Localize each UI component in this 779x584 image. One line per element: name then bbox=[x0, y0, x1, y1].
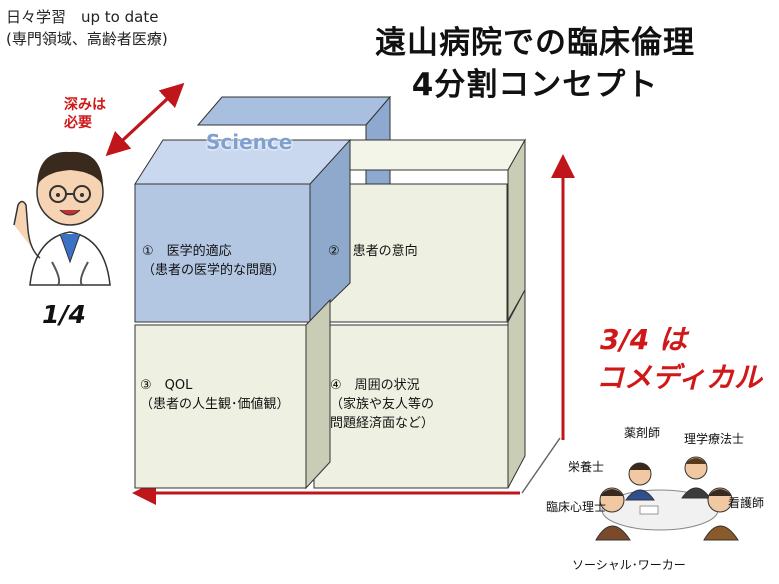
team-illustration bbox=[595, 456, 739, 541]
depth-line2: 必要 bbox=[64, 115, 92, 131]
header-line2: (専門領域、高齢者医療) bbox=[6, 30, 168, 48]
comedical-label: コメディカル bbox=[596, 361, 763, 394]
cube-top-left bbox=[134, 138, 351, 324]
quadrant-intent: ② 患者の意向 bbox=[328, 242, 418, 261]
diagonal-guide bbox=[521, 437, 561, 494]
depth-arrow bbox=[105, 82, 185, 157]
cube-bottom-right bbox=[313, 289, 526, 489]
quadrant-circumstances-sub1: （家族や友人等の bbox=[330, 397, 435, 412]
role-physio: 理学療法士 bbox=[684, 432, 745, 446]
quadrant-medical-title: ① 医学的適応 bbox=[142, 244, 232, 259]
quadrant-qol-title: ③ QOL bbox=[140, 378, 193, 393]
role-social-worker: ソーシャル･ワーカー bbox=[572, 558, 686, 572]
depth-note: 深みは 必要 bbox=[64, 96, 106, 132]
comedical-fraction: 3/4 は bbox=[600, 323, 687, 356]
role-pharmacist: 薬剤師 bbox=[624, 426, 661, 440]
quadrant-medical-sub: （患者の医学的な問題） bbox=[142, 263, 286, 278]
page-title: 遠山病院での臨床倫理 4分割コンセプト bbox=[300, 22, 770, 106]
title-line1: 遠山病院での臨床倫理 bbox=[375, 25, 695, 61]
science-label: Science bbox=[206, 130, 293, 154]
quadrant-circumstances: ④ 周囲の状況 （家族や友人等の 問題経済面など） bbox=[330, 376, 434, 433]
quadrant-medical: ① 医学的適応 （患者の医学的な問題） bbox=[142, 242, 285, 280]
quadrant-qol-sub: （患者の人生観･価値観） bbox=[140, 397, 290, 412]
role-nurse: 看護師 bbox=[728, 496, 765, 510]
cube-bottom-left bbox=[134, 298, 331, 490]
quadrant-intent-title: ② 患者の意向 bbox=[328, 244, 418, 259]
role-nutritionist: 栄養士 bbox=[568, 460, 605, 474]
role-psychologist: 臨床心理士 bbox=[546, 500, 607, 514]
quadrant-qol: ③ QOL （患者の人生観･価値観） bbox=[140, 376, 290, 414]
header-note: 日々学習 up to date (専門領域、高齢者医療) bbox=[6, 6, 168, 50]
header-line1: 日々学習 up to date bbox=[6, 8, 159, 26]
doctor-illustration bbox=[13, 151, 111, 286]
depth-line1: 深みは bbox=[64, 97, 106, 113]
quadrant-circumstances-title: ④ 周囲の状況 bbox=[330, 378, 420, 393]
quarter-label: 1/4 bbox=[42, 300, 86, 329]
title-line2: 4分割コンセプト bbox=[411, 67, 659, 103]
quadrant-circumstances-sub2: 問題経済面など） bbox=[330, 416, 435, 431]
